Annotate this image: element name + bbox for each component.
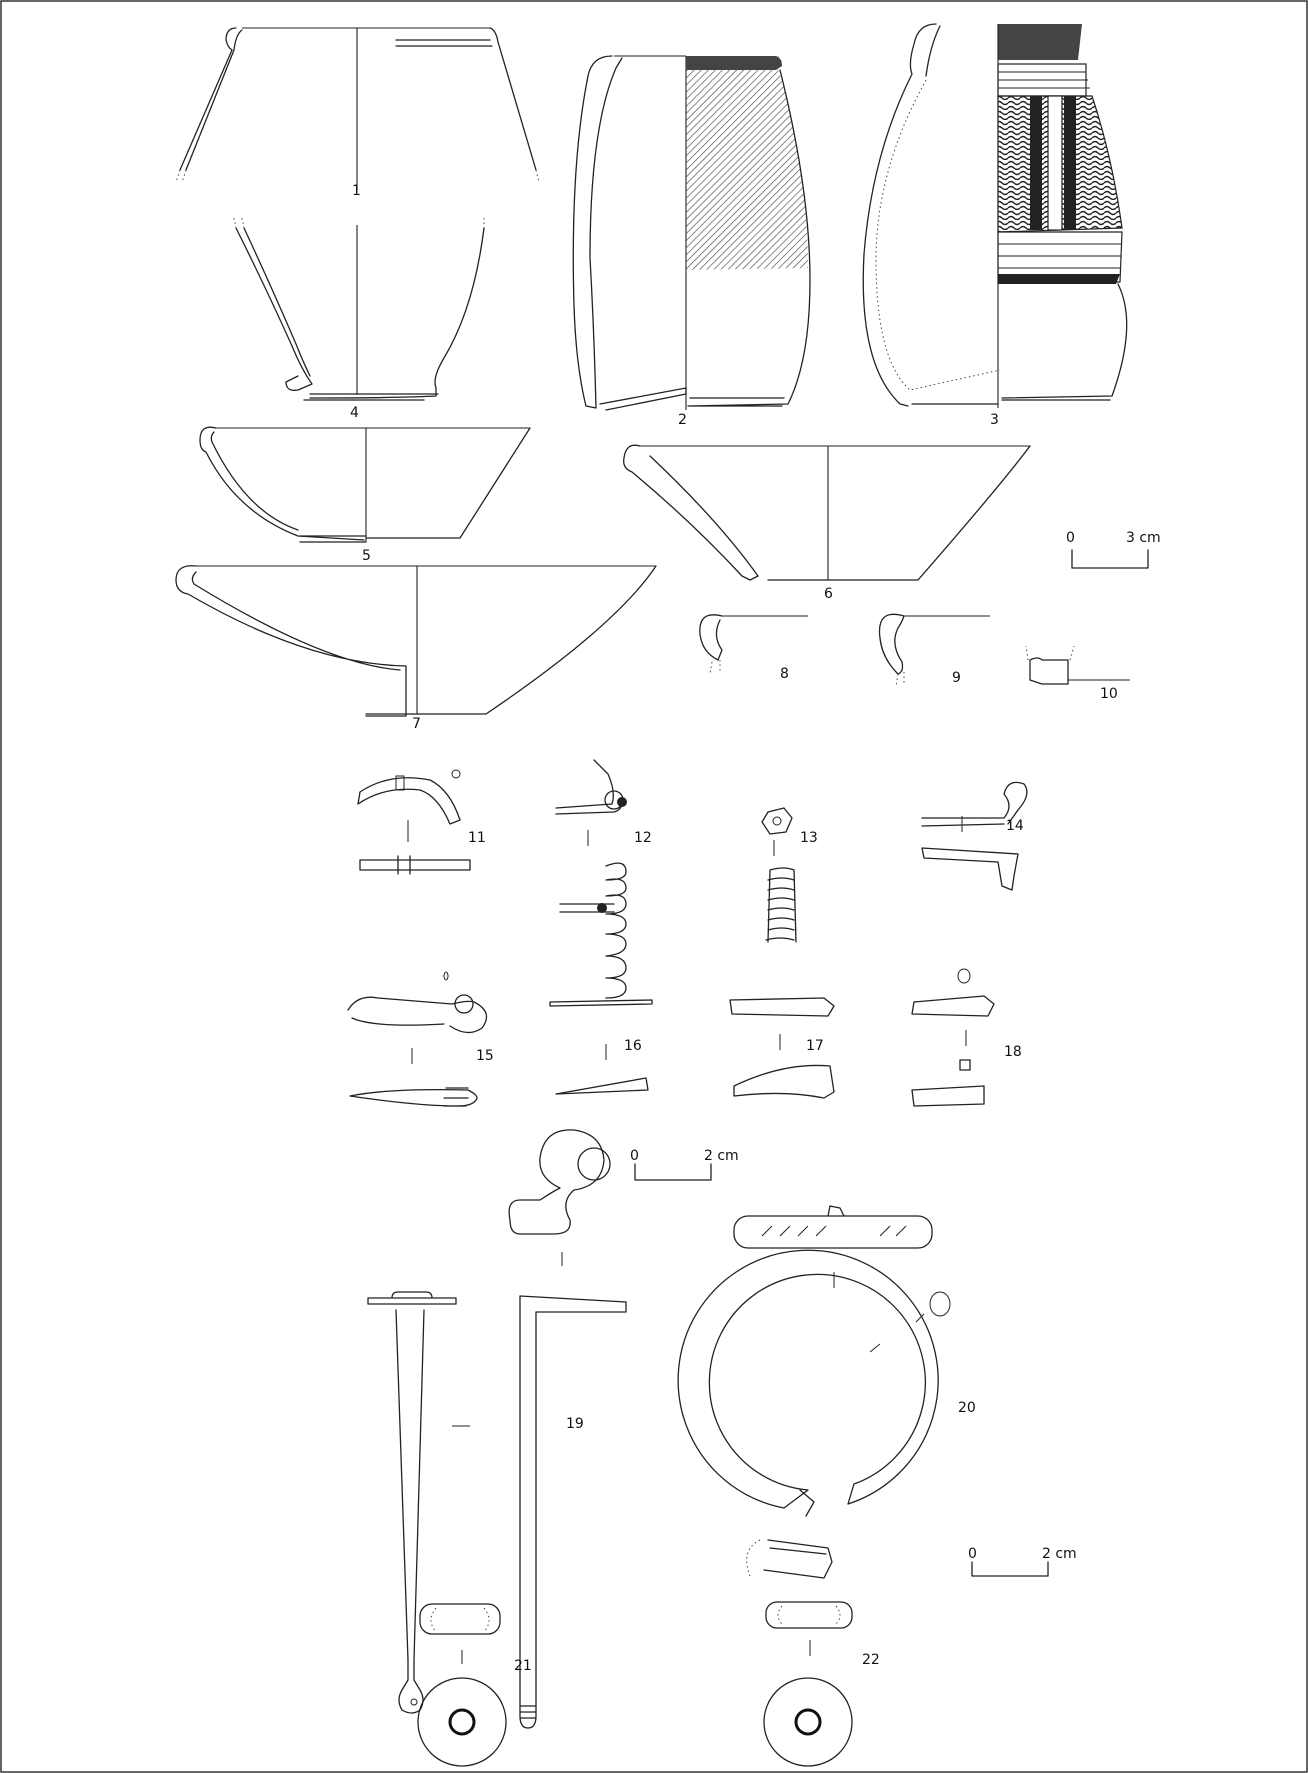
ornaments-scale-end: 2 cm (1042, 1546, 1077, 1562)
label-6: 6 (824, 586, 833, 602)
small-finds-scale-start: 0 (630, 1148, 639, 1164)
label-4: 4 (350, 405, 359, 421)
find-17-drawing: 17 (729, 997, 835, 1099)
find-15-drawing: 15 (347, 971, 494, 1107)
vessel-6-drawing: 6 (623, 444, 1031, 602)
label-22: 22 (862, 1652, 880, 1668)
vessel-4-drawing (233, 217, 485, 401)
label-12: 12 (634, 830, 652, 846)
vessel-5-drawing: 5 (199, 426, 531, 564)
label-3: 3 (990, 412, 999, 428)
sherd-8-drawing: 8 (699, 614, 808, 682)
label-7: 7 (412, 716, 421, 732)
vessel-2-drawing: 2 (572, 55, 811, 428)
label-5: 5 (362, 548, 371, 564)
find-21-drawing: 21 (417, 1603, 532, 1767)
label-21: 21 (514, 1658, 532, 1674)
vessel-1-drawing (175, 27, 540, 190)
find-14-drawing: 14 (921, 781, 1028, 891)
vessel-3-drawing: 3 (862, 23, 1128, 428)
label-16: 16 (624, 1038, 642, 1054)
ornaments-scale-bar: 0 2 cm (968, 1546, 1077, 1577)
label-8: 8 (780, 666, 789, 682)
label-20: 20 (958, 1400, 976, 1416)
label-19: 19 (566, 1416, 584, 1432)
label-2: 2 (678, 412, 687, 428)
label-1: 1 (352, 183, 361, 199)
small-finds-scale-end: 2 cm (704, 1148, 739, 1164)
label-14: 14 (1006, 818, 1024, 834)
label-9: 9 (952, 670, 961, 686)
find-18-drawing: 18 (911, 968, 1022, 1107)
find-13-drawing: 13 (761, 807, 818, 943)
label-11: 11 (468, 830, 486, 846)
find-16-drawing: 16 (549, 999, 653, 1095)
find-20-drawing: 20 (677, 1205, 976, 1579)
ornaments-scale-start: 0 (968, 1546, 977, 1562)
label-18: 18 (1004, 1044, 1022, 1060)
small-finds-scale-bar: 0 2 cm (630, 1148, 739, 1181)
vessel-7-drawing: 7 (175, 565, 657, 732)
label-17: 17 (806, 1038, 824, 1054)
find-19-drawing: 19 (367, 1129, 627, 1729)
label-10: 10 (1100, 686, 1118, 702)
label-15: 15 (476, 1048, 494, 1064)
sherd-9-drawing: 9 (878, 613, 990, 687)
find-11-drawing: 11 (357, 769, 486, 875)
label-13: 13 (800, 830, 818, 846)
pottery-scale-start: 0 (1066, 530, 1075, 546)
pottery-scale-end: 3 cm (1126, 530, 1161, 546)
pottery-scale-bar: 0 3 cm (1066, 530, 1161, 569)
sherd-10-drawing: 10 (1025, 645, 1130, 702)
find-22-drawing: 22 (763, 1601, 880, 1767)
find-12-drawing: 12 (555, 759, 652, 999)
